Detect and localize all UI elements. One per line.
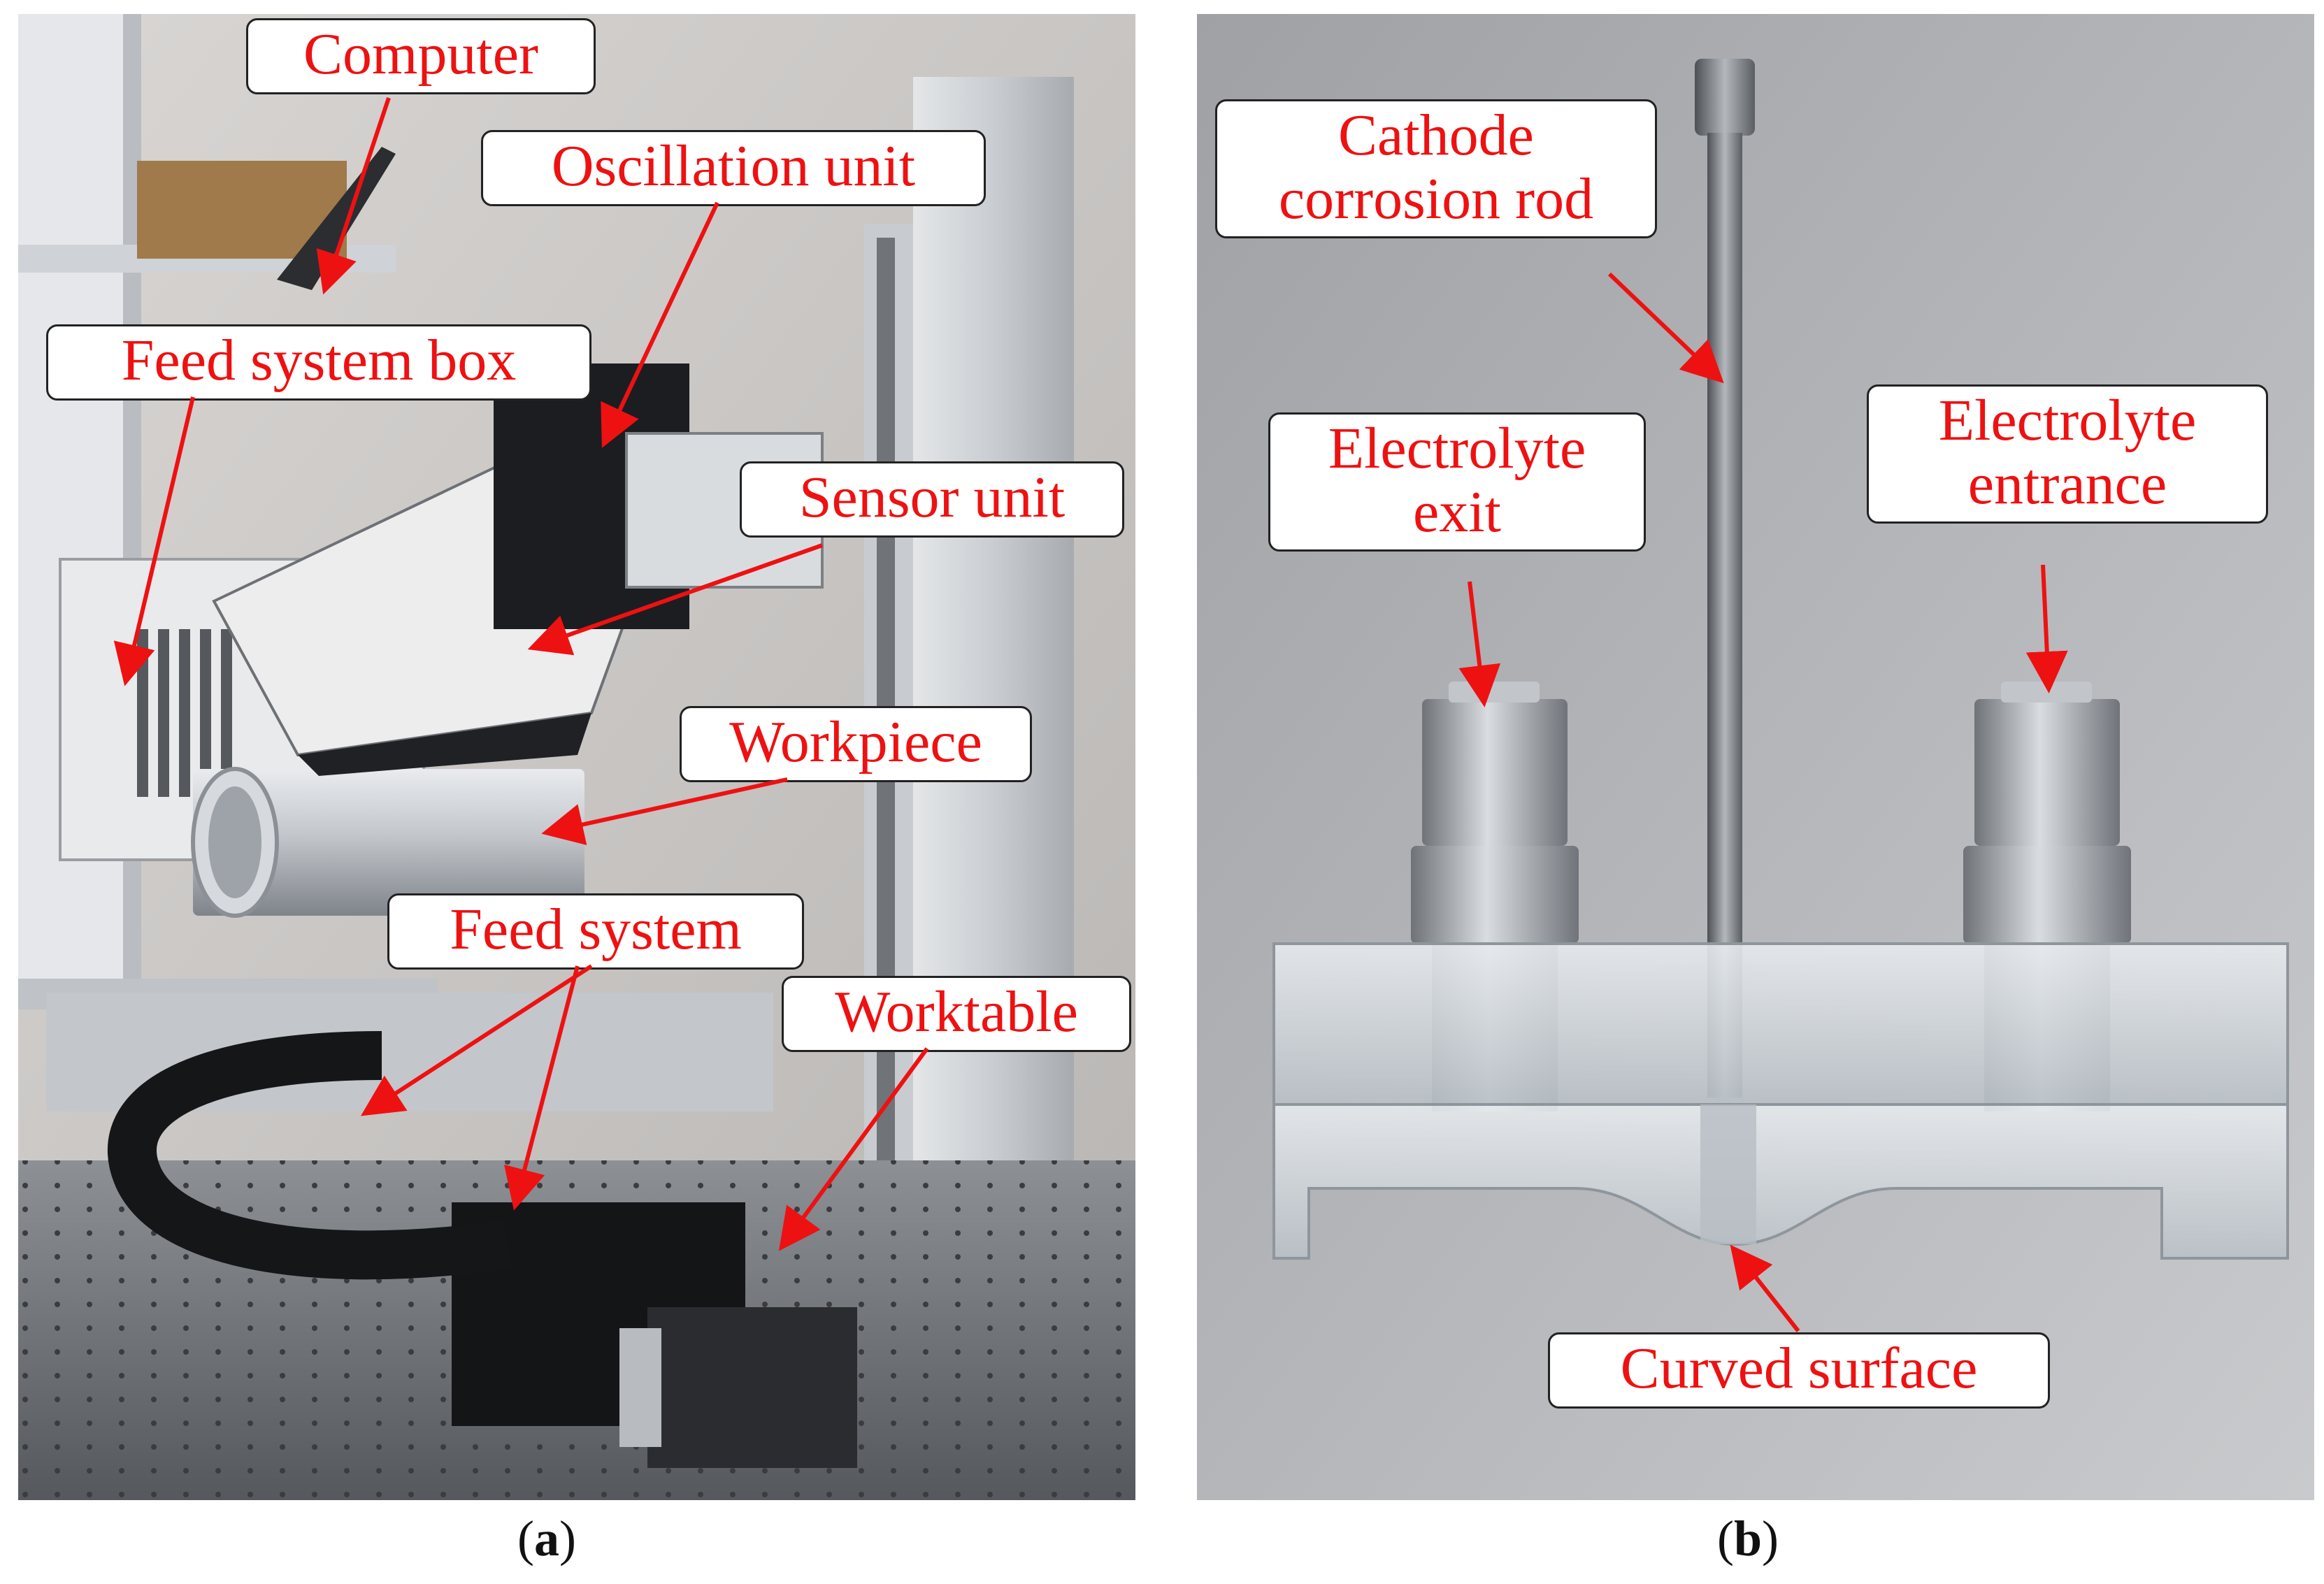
label-electrolyte-entrance: Electrolyte entrance: [1867, 384, 2268, 524]
label-workpiece: Workpiece: [680, 706, 1032, 782]
label-electrolyte-exit: Electrolyte exit: [1268, 412, 1646, 552]
workpiece-pipe: [193, 769, 584, 916]
label-worktable: Worktable: [782, 976, 1131, 1052]
stepper-motor: [647, 1307, 857, 1468]
acrylic-block-top: [1272, 942, 2289, 1106]
label-feed-system-box: Feed system box: [46, 324, 591, 401]
label-sensor-unit: Sensor unit: [740, 461, 1124, 538]
electrode-fixture-photo: [1197, 14, 2314, 1500]
label-cathode-corrosion-rod: Cathode corrosion rod: [1215, 99, 1657, 239]
label-oscillation-unit: Oscillation unit: [481, 130, 986, 206]
caption-b: (b): [1717, 1511, 1779, 1567]
cathode-rod-cap: [1695, 59, 1755, 136]
caption-a: (a): [517, 1511, 576, 1567]
vertical-column: [913, 77, 1074, 1321]
photo-panel-a: Computer Oscillation unit Feed system bo…: [18, 14, 1135, 1500]
photo-panel-b: Cathode corrosion rod Electrolyte exit E…: [1197, 14, 2314, 1500]
label-computer: Computer: [246, 18, 596, 94]
cable-chain: [107, 1031, 511, 1280]
label-curved-surface: Curved surface: [1548, 1332, 2050, 1409]
label-feed-system: Feed system: [387, 893, 804, 970]
